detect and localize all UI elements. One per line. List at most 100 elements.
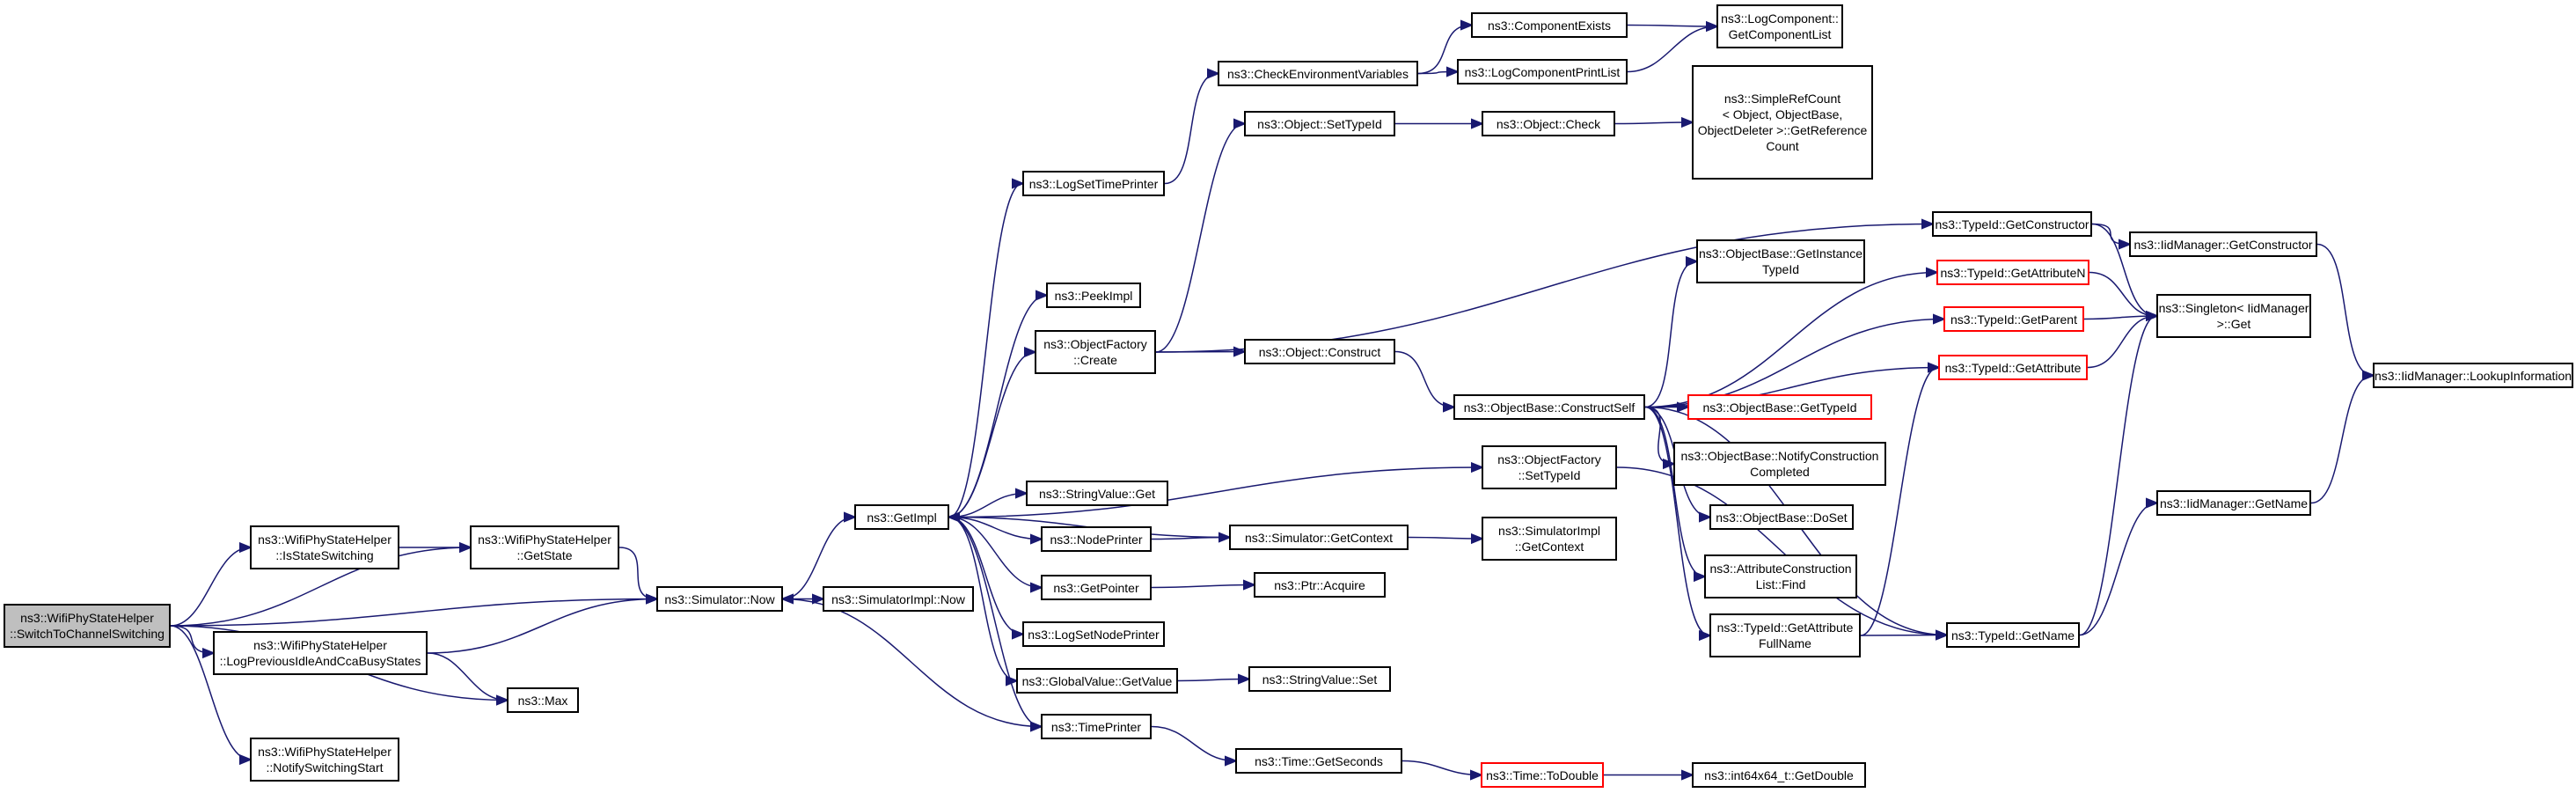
edge-typeIdGetAttribute-to-singletonGet	[2087, 316, 2156, 369]
node-obj-factory-create[interactable]: ns3::ObjectFactory::Create	[1035, 330, 1156, 374]
node-label-line: ns3::SimulatorImpl	[1498, 524, 1600, 538]
node-node-printer[interactable]: ns3::NodePrinter	[1041, 526, 1152, 552]
edge-checkEnvVars-to-componentExists	[1417, 26, 1471, 75]
node-time-to-double[interactable]: ns3::Time::ToDouble	[1481, 762, 1604, 788]
node-iid-manager-get-name[interactable]: ns3::IidManager::GetName	[2156, 490, 2311, 516]
node-string-value-set[interactable]: ns3::StringValue::Set	[1248, 666, 1391, 692]
node-label-line: ns3::TypeId::GetAttribute	[1716, 620, 1854, 635]
edge-typeIdGetConstructor-to-singletonGet	[2091, 223, 2156, 317]
node-int64-get-double[interactable]: ns3::int64x64_t::GetDouble	[1692, 762, 1866, 788]
node-obj-factory-set-type-id[interactable]: ns3::ObjectFactory::SetTypeId	[1482, 445, 1617, 489]
node-get-state[interactable]: ns3::WifiPhyStateHelper::GetState	[470, 525, 619, 569]
node-time-printer[interactable]: ns3::TimePrinter	[1041, 714, 1152, 739]
node-notify-switching[interactable]: ns3::WifiPhyStateHelper::NotifySwitching…	[250, 738, 399, 782]
edge-getImpl-to-logSetNodePrinter	[948, 516, 1022, 635]
node-label-line: < Object, ObjectBase,	[1722, 107, 1843, 121]
node-obj-base-construct-self[interactable]: ns3::ObjectBase::ConstructSelf	[1453, 394, 1645, 420]
edge-objCheck-to-simpleRefCount	[1614, 122, 1692, 124]
node-label-line: ns3::WifiPhyStateHelper	[253, 638, 387, 652]
node-label-line: Count	[1766, 139, 1799, 153]
edge-root-to-notifySwitching	[170, 625, 250, 760]
node-label-line: ns3::Object::Check	[1496, 116, 1601, 131]
node-type-id-get-constructor[interactable]: ns3::TypeId::GetConstructor	[1932, 211, 2092, 237]
node-label-line: ns3::TypeId::GetAttribute	[1944, 360, 2082, 375]
node-sim-impl-get-context[interactable]: ns3::SimulatorImpl::GetContext	[1482, 517, 1617, 561]
node-obj-base-get-type-id[interactable]: ns3::ObjectBase::GetTypeId	[1687, 394, 1872, 420]
node-log-comp-get-list[interactable]: ns3::LogComponent::GetComponentList	[1716, 4, 1843, 48]
node-global-value-get-value[interactable]: ns3::GlobalValue::GetValue	[1016, 668, 1178, 694]
edge-typeIdGetName-to-singletonGet	[2079, 316, 2156, 636]
node-iid-manager-get-constructor[interactable]: ns3::IidManager::GetConstructor	[2129, 231, 2317, 257]
edge-iidManagerGetConstructor-to-iidManagerLookupInfo	[2316, 243, 2373, 376]
node-obj-base-do-set[interactable]: ns3::ObjectBase::DoSet	[1709, 504, 1854, 530]
node-log-previous[interactable]: ns3::WifiPhyStateHelper::LogPreviousIdle…	[213, 631, 428, 675]
node-label-line: ns3::IidManager::LookupInformation	[2374, 368, 2572, 383]
node-label-line: ns3::GetImpl	[867, 510, 937, 525]
node-label-line: ns3::Ptr::Acquire	[1274, 577, 1365, 592]
node-iid-manager-lookup-info[interactable]: ns3::IidManager::LookupInformation	[2373, 363, 2573, 388]
node-label-line: ::SetTypeId	[1518, 468, 1581, 482]
node-max[interactable]: ns3::Max	[507, 687, 579, 713]
node-label-line: ns3::ObjectFactory	[1497, 452, 1601, 466]
node-string-value-get[interactable]: ns3::StringValue::Get	[1026, 481, 1168, 506]
node-is-state-switching[interactable]: ns3::WifiPhyStateHelper::IsStateSwitchin…	[250, 525, 399, 569]
node-singleton-get[interactable]: ns3::Singleton< IidManager>::Get	[2156, 294, 2311, 338]
node-label-line: ns3::ObjectBase::GetTypeId	[1702, 400, 1857, 415]
node-label-line: ns3::Object::Construct	[1258, 344, 1381, 359]
edge-getImpl-to-timePrinter	[948, 516, 1041, 727]
node-time-get-seconds[interactable]: ns3::Time::GetSeconds	[1235, 748, 1402, 774]
node-sim-impl-now[interactable]: ns3::SimulatorImpl::Now	[823, 586, 974, 612]
node-log-comp-print-list[interactable]: ns3::LogComponentPrintList	[1457, 59, 1628, 84]
node-label-line: ns3::SimpleRefCount	[1723, 92, 1841, 106]
node-type-id-get-name[interactable]: ns3::TypeId::GetName	[1946, 622, 2080, 648]
node-label-line: ns3::PeekImpl	[1054, 288, 1133, 303]
edge-root-to-simNow	[170, 599, 656, 627]
edge-typeIdGetAttributeFullName-to-typeIdGetAttribute	[1860, 368, 1938, 636]
node-root[interactable]: ns3::WifiPhyStateHelper::SwitchToChannel…	[4, 604, 171, 648]
node-label-line: ns3::TypeId::GetAttributeN	[1940, 265, 2086, 280]
node-simple-ref-count[interactable]: ns3::SimpleRefCount< Object, ObjectBase,…	[1692, 65, 1873, 180]
node-component-exists[interactable]: ns3::ComponentExists	[1471, 12, 1628, 38]
node-label-line: ns3::CheckEnvironmentVariables	[1227, 66, 1409, 81]
node-obj-set-type-id[interactable]: ns3::Object::SetTypeId	[1244, 111, 1395, 136]
node-label-line: ::Create	[1073, 353, 1117, 367]
node-label-line: ObjectDeleter >::GetReference	[1697, 123, 1868, 137]
node-label-line: ns3::ObjectFactory	[1043, 337, 1147, 351]
node-label-line: Completed	[1750, 465, 1810, 479]
node-label-line: ns3::ObjectBase::NotifyConstruction	[1680, 449, 1879, 463]
node-log-set-time-printer[interactable]: ns3::LogSetTimePrinter	[1022, 171, 1165, 196]
node-label-line: ns3::WifiPhyStateHelper	[478, 532, 611, 547]
edge-getPointer-to-ptrAcquire	[1151, 585, 1254, 588]
edge-root-to-logPrevious	[170, 625, 213, 653]
node-sim-get-context[interactable]: ns3::Simulator::GetContext	[1229, 525, 1409, 550]
node-label-line: GetComponentList	[1728, 27, 1832, 41]
node-label-line: ns3::LogSetTimePrinter	[1028, 176, 1159, 191]
node-peek-impl[interactable]: ns3::PeekImpl	[1046, 283, 1141, 308]
node-obj-construct[interactable]: ns3::Object::Construct	[1244, 339, 1395, 364]
node-get-impl[interactable]: ns3::GetImpl	[854, 504, 949, 530]
node-label-line: ns3::IidManager::GetName	[2159, 496, 2309, 510]
node-label-line: ns3::Time::ToDouble	[1486, 767, 1599, 782]
node-get-pointer[interactable]: ns3::GetPointer	[1041, 575, 1152, 600]
edge-checkEnvVars-to-logCompPrintList	[1417, 72, 1457, 74]
node-sim-now[interactable]: ns3::Simulator::Now	[656, 586, 783, 612]
node-ptr-acquire[interactable]: ns3::Ptr::Acquire	[1254, 572, 1386, 598]
edge-getImpl-to-logSetTimePrinter	[948, 184, 1022, 518]
node-label-line: ns3::Object::SetTypeId	[1257, 116, 1382, 131]
node-check-env-vars[interactable]: ns3::CheckEnvironmentVariables	[1218, 61, 1418, 86]
node-type-id-get-attribute-n[interactable]: ns3::TypeId::GetAttributeN	[1936, 260, 2089, 285]
node-log-set-node-printer[interactable]: ns3::LogSetNodePrinter	[1022, 621, 1165, 647]
node-type-id-get-attribute[interactable]: ns3::TypeId::GetAttribute	[1938, 355, 2088, 380]
node-type-id-get-parent[interactable]: ns3::TypeId::GetParent	[1943, 306, 2084, 332]
edge-objBaseConstructSelf-to-attrConstructionListFind	[1644, 406, 1704, 577]
node-label-line: ns3::WifiPhyStateHelper	[258, 745, 392, 759]
edge-objFactorySetTypeId-to-typeIdGetName	[1616, 466, 1946, 635]
edge-simNow-to-getImpl	[782, 518, 854, 600]
node-obj-check[interactable]: ns3::Object::Check	[1482, 111, 1615, 136]
node-label-line: ns3::StringValue::Set	[1262, 672, 1378, 687]
node-label-line: ::GetState	[516, 548, 573, 562]
